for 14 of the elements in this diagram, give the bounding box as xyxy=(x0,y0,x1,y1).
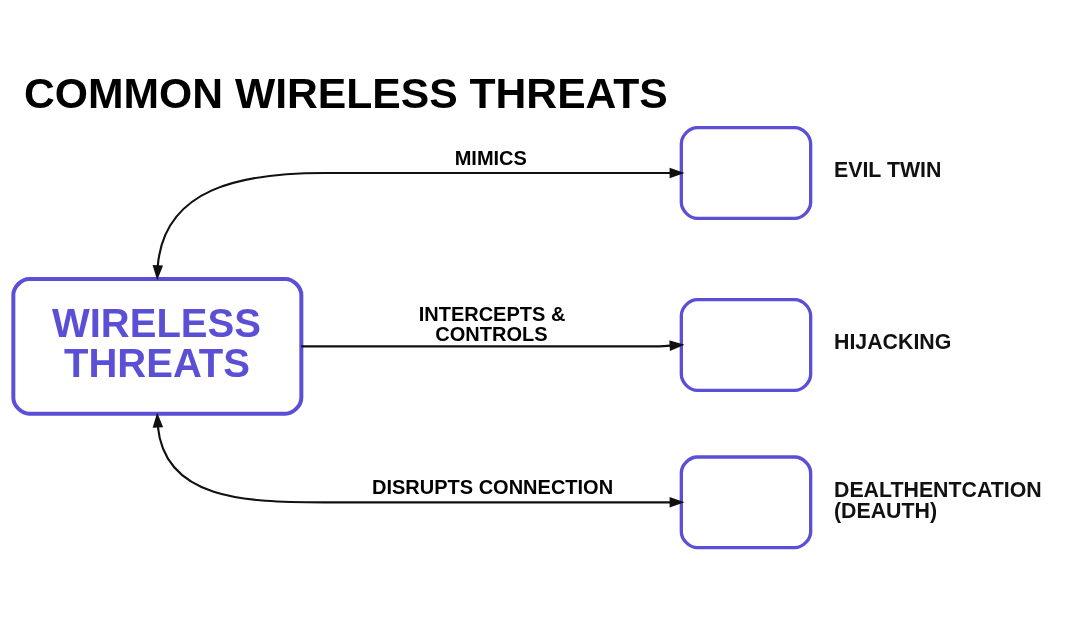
arrow xyxy=(152,167,685,280)
diagram-title: COMMON WIRELESS THREATS xyxy=(24,68,668,117)
node-box xyxy=(679,297,813,392)
node-box xyxy=(679,125,813,220)
edge-label: DISRUPTS CONNECTION xyxy=(372,475,614,498)
arrow xyxy=(152,411,685,508)
node-label: EVIL TWIN xyxy=(834,157,942,182)
node-box: WIRELESS THREATS xyxy=(11,276,304,416)
node-label: DEALTHENTCATION (DEAUTH) xyxy=(834,477,1042,523)
edge-label: INTERCEPTS & CONTROLS xyxy=(418,302,566,345)
edge-label: MIMICS xyxy=(454,146,527,169)
node-box xyxy=(679,454,813,549)
arrow xyxy=(301,339,685,351)
node-label: HIJACKING xyxy=(834,329,952,354)
